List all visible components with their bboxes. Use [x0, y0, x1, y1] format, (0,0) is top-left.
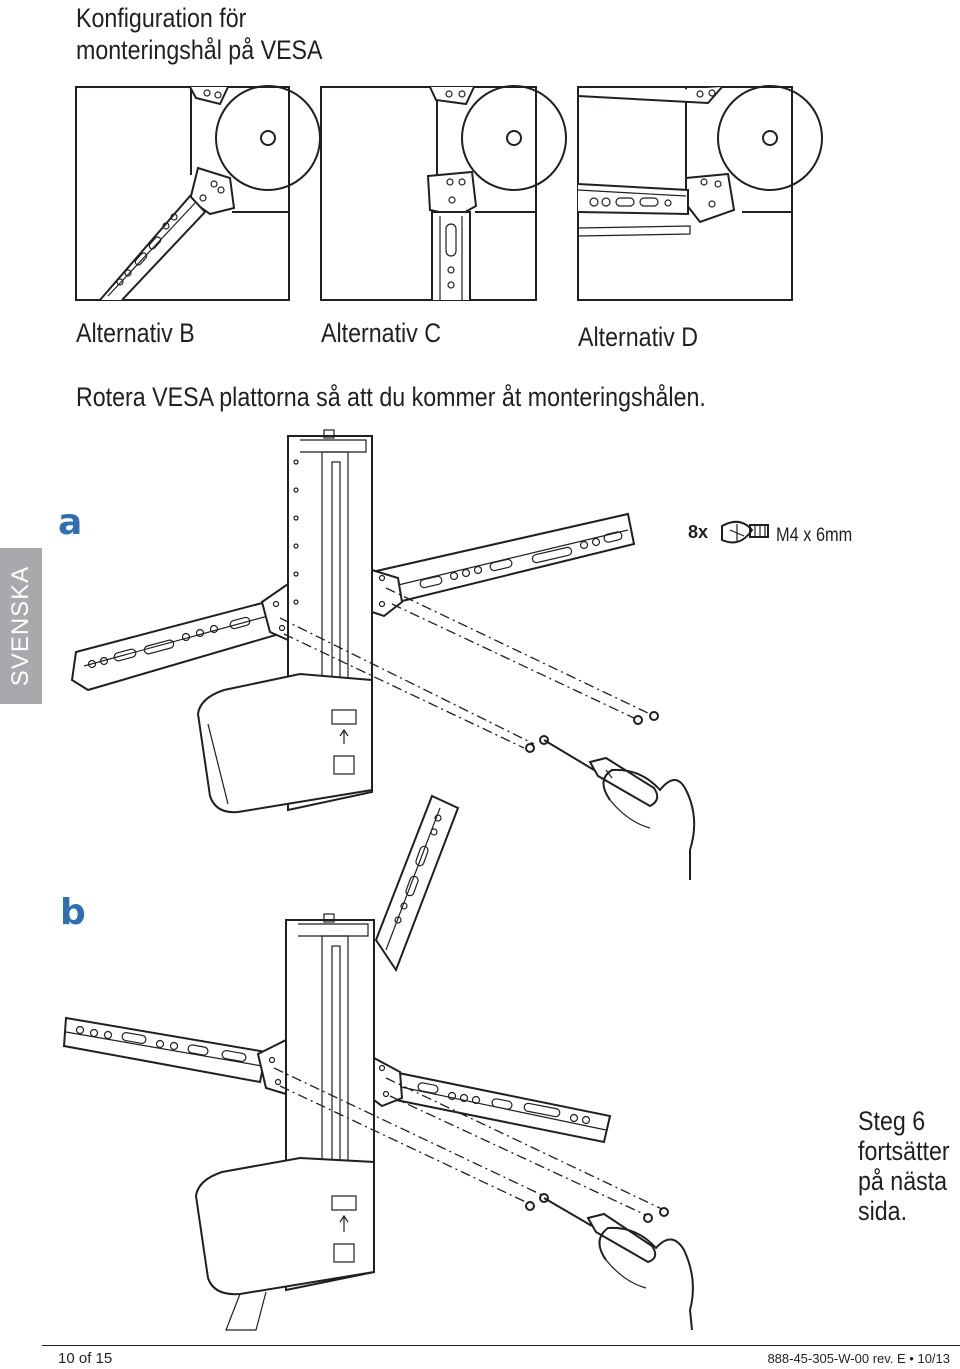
- page-number: 10 of 15: [58, 1350, 113, 1367]
- label-alternativ-b-text: Alternativ B: [76, 318, 195, 348]
- label-alternativ-c-text: Alternativ C: [321, 318, 442, 348]
- page-title-line1: Konfiguration för: [76, 3, 247, 33]
- screw-size-text: M4 x 6mm: [776, 525, 853, 546]
- step-letter-b: b: [60, 892, 86, 933]
- document-code: 888-45-305-W-00 rev. E • 10/13: [767, 1351, 950, 1366]
- illustration-step-b: [62, 794, 694, 1331]
- panel-alternativ-c: [320, 85, 567, 301]
- screw-quantity: 8x: [688, 522, 709, 542]
- panel-alternativ-b: [75, 85, 321, 301]
- next-note-line3: på nästa: [858, 1166, 948, 1196]
- label-alternativ-d-text: Alternativ D: [578, 322, 699, 352]
- language-tab-label: SVENSKA: [7, 565, 34, 687]
- label-alternativ-b: Alternativ B: [76, 318, 214, 349]
- footer-divider: [42, 1345, 960, 1346]
- next-note-line1: Steg 6: [858, 1106, 926, 1136]
- step-letter-a: a: [58, 502, 83, 543]
- page-title: Konfiguration för monteringshål på VESA: [76, 2, 363, 66]
- next-note-line2: fortsätter: [858, 1136, 950, 1166]
- illustration-step-a: [70, 429, 696, 880]
- panel-alternativ-d: [577, 85, 823, 301]
- language-tab: SVENSKA: [0, 548, 42, 704]
- page-title-line2: monteringshål på VESA: [76, 35, 323, 65]
- instruction-text: Rotera VESA plattorna så att du kommer å…: [76, 382, 808, 413]
- label-alternativ-d: Alternativ D: [578, 322, 718, 353]
- screw-icon: [721, 520, 769, 544]
- next-note-line4: sida.: [858, 1196, 908, 1226]
- instruction-text-line: Rotera VESA plattorna så att du kommer å…: [76, 382, 706, 412]
- next-page-note: Steg 6 fortsätter på nästa sida.: [858, 1106, 960, 1226]
- label-alternativ-c: Alternativ C: [321, 318, 461, 349]
- screw-size: M4 x 6mm: [776, 525, 865, 547]
